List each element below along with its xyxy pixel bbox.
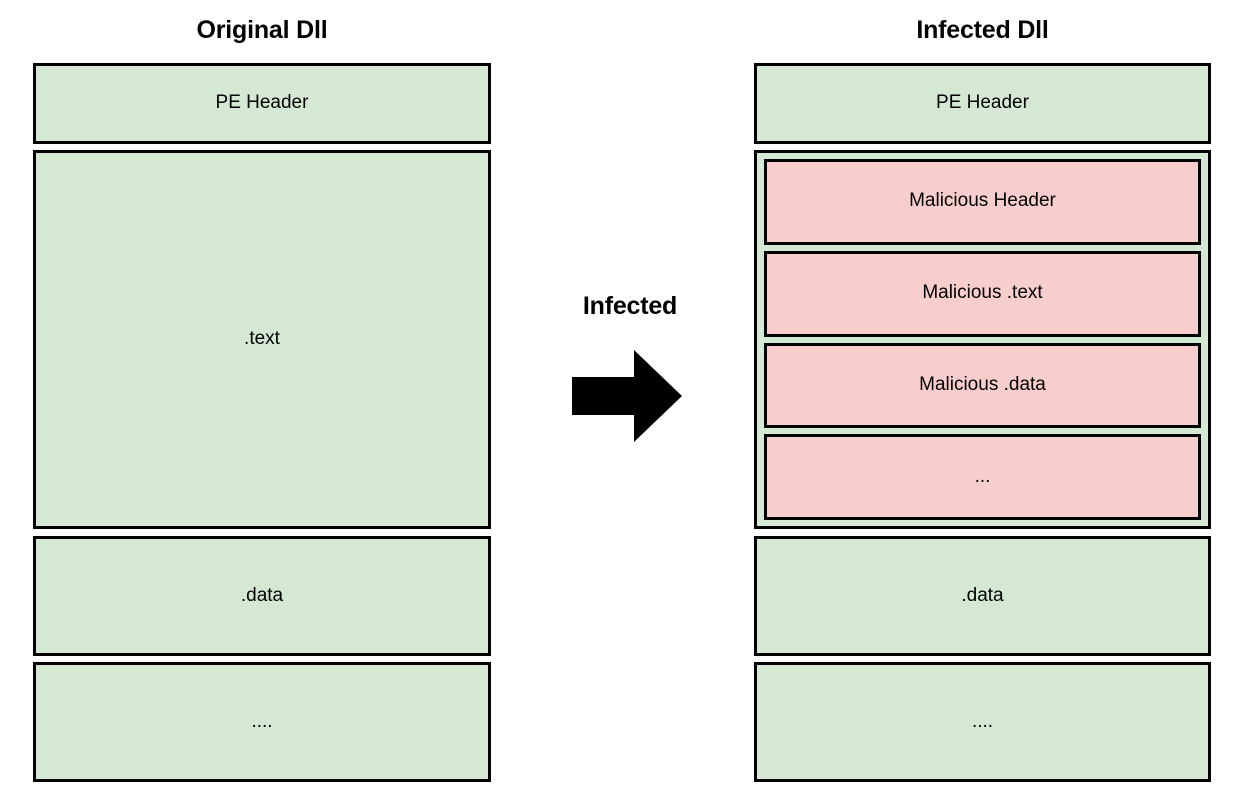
left-section-pe-header: PE Header (33, 63, 491, 144)
malicious-section-text: Malicious .text (764, 250, 1201, 337)
malicious-section-header: Malicious Header (764, 159, 1201, 245)
right-section-pe-header: PE Header (754, 63, 1211, 144)
malicious-section-text-label: Malicious .text (922, 282, 1043, 304)
left-column-title: Original Dll (196, 16, 328, 44)
left-section-text: .text (33, 150, 491, 529)
malicious-section-ellipsis-label: ... (974, 465, 991, 487)
left-section-ellipsis: .... (33, 662, 491, 782)
malicious-block-list: Malicious Header Malicious .text Malicio… (757, 153, 1208, 526)
malicious-section-data: Malicious .data (764, 342, 1201, 429)
left-section-data-label: .data (240, 584, 284, 606)
right-block-arrow-icon (569, 348, 684, 444)
left-section-text-label: .text (244, 328, 280, 350)
right-section-ellipsis: .... (754, 662, 1211, 782)
right-section-data: .data (754, 536, 1211, 656)
left-section-pe-header-label: PE Header (215, 92, 309, 114)
right-section-pe-header-label: PE Header (936, 92, 1029, 114)
right-section-data-label: .data (961, 584, 1004, 606)
malicious-section-ellipsis: ... (764, 434, 1201, 520)
right-section-ellipsis-label: .... (971, 710, 994, 732)
left-section-data: .data (33, 536, 491, 656)
malicious-section-header-label: Malicious Header (909, 190, 1056, 212)
transition-label: Infected (582, 292, 678, 320)
right-section-malicious-container: Malicious Header Malicious .text Malicio… (754, 150, 1211, 529)
left-section-ellipsis-label: .... (251, 710, 273, 732)
right-column-title: Infected Dll (916, 16, 1049, 44)
malicious-section-data-label: Malicious .data (919, 373, 1046, 395)
